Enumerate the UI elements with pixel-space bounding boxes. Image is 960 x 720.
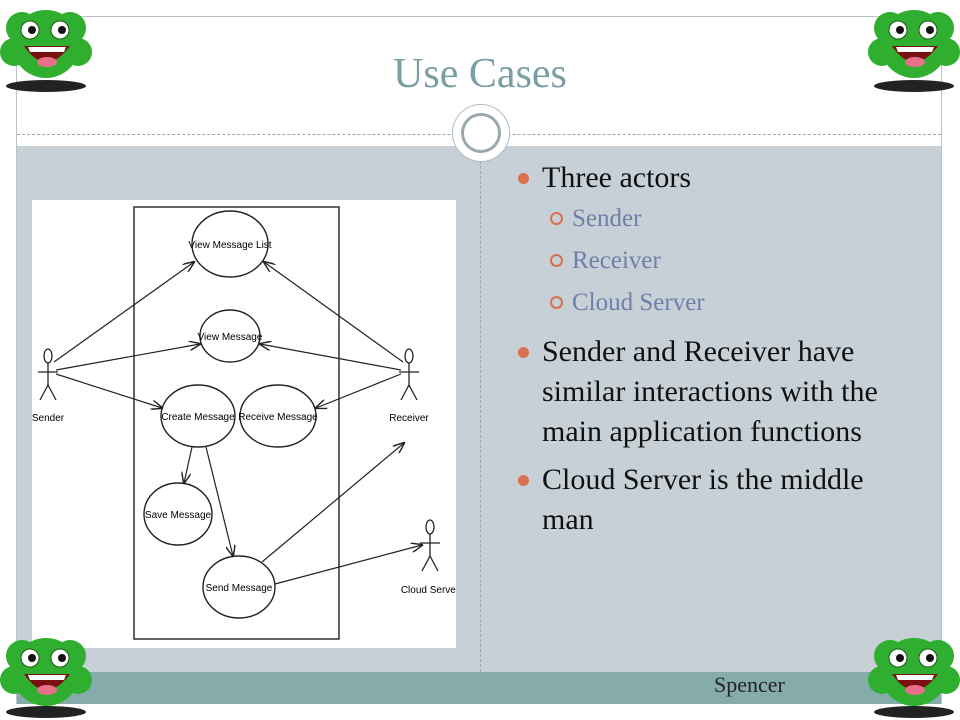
assoc-sender-create bbox=[55, 373, 162, 408]
system-boundary bbox=[133, 206, 340, 640]
usecase-create-message: Create Message bbox=[160, 384, 236, 448]
usecase-label: Create Message bbox=[161, 412, 235, 423]
sub-bullet-item: Receiver bbox=[512, 240, 922, 282]
smiley-face-icon bbox=[868, 638, 960, 718]
usecase-label: Receive Message bbox=[238, 412, 318, 423]
assoc-receiver-receive bbox=[316, 373, 402, 408]
assoc-sender-viewlist bbox=[53, 262, 194, 363]
actor-label: Sender bbox=[32, 413, 65, 424]
usecase-send-message: Send Message bbox=[202, 555, 276, 619]
associations bbox=[53, 262, 422, 585]
actor-label: Receiver bbox=[389, 413, 429, 424]
actor-cloud-server bbox=[420, 519, 440, 572]
usecase-receive-message: Receive Message bbox=[238, 384, 318, 448]
actor-label: Cloud Server bbox=[401, 585, 456, 596]
smiley-face-icon bbox=[868, 10, 960, 92]
usecase-save-message: Save Message bbox=[143, 482, 213, 546]
use-case-diagram: View Message List View Message Create Me… bbox=[32, 200, 460, 648]
assoc-send-cloud bbox=[274, 545, 422, 585]
assoc-receiver-viewmsg bbox=[260, 344, 402, 371]
use-case-diagram-svg: View Message List View Message Create Me… bbox=[32, 206, 460, 640]
footer-author: Spencer bbox=[714, 672, 785, 697]
assoc-send-receiver bbox=[261, 443, 404, 563]
sub-bullet-item: Sender bbox=[512, 198, 922, 240]
usecase-label: Save Message bbox=[145, 510, 212, 521]
smiley-face-icon bbox=[0, 10, 92, 92]
usecase-view-message: View Message bbox=[198, 309, 263, 363]
usecase-label: View Message bbox=[198, 332, 263, 343]
usecase-label: Send Message bbox=[206, 583, 273, 594]
bullet-item: Cloud Server is the middle man bbox=[512, 460, 922, 540]
actor-sender bbox=[38, 348, 58, 401]
actor-receiver bbox=[399, 348, 419, 401]
assoc-sender-viewmsg bbox=[55, 344, 200, 371]
column-divider bbox=[480, 146, 481, 672]
assoc-create-send bbox=[205, 446, 233, 556]
sub-bullet-item: Cloud Server bbox=[512, 282, 922, 324]
circle-ornament-icon bbox=[452, 104, 510, 162]
bullet-item: Sender and Receiver have similar interac… bbox=[512, 332, 922, 452]
footer-band bbox=[17, 672, 941, 704]
usecase-label: View Message List bbox=[188, 240, 271, 251]
bullet-list: Three actors Sender Receiver Cloud Serve… bbox=[512, 150, 922, 540]
bullet-item: Three actors bbox=[512, 158, 922, 198]
assoc-receiver-viewlist bbox=[264, 262, 404, 363]
assoc-create-save bbox=[184, 446, 193, 483]
smiley-face-icon bbox=[0, 638, 92, 718]
slide-title: Use Cases bbox=[393, 51, 567, 97]
usecase-view-message-list: View Message List bbox=[188, 210, 272, 278]
